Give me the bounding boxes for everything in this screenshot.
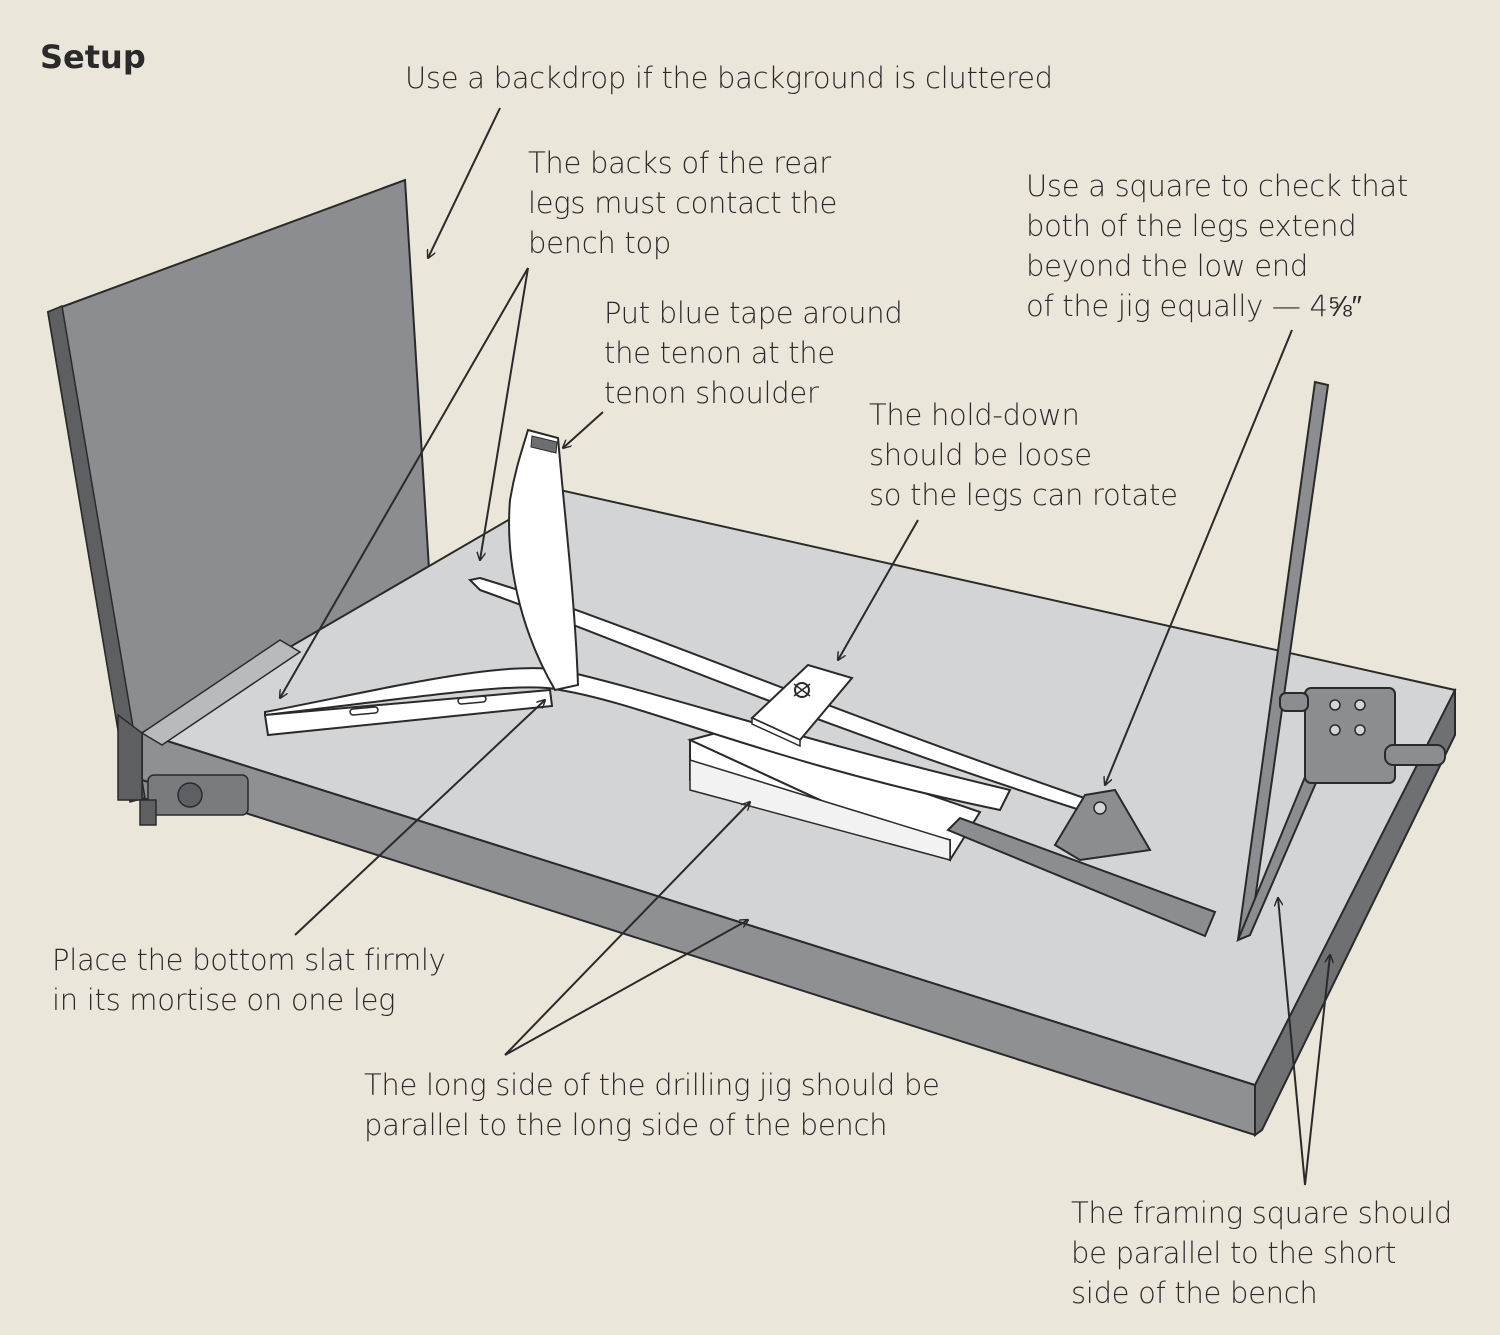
leader-rear-legs-1 (280, 267, 529, 698)
diagram-title: Setup (40, 38, 146, 76)
leader-lines (280, 107, 1330, 1186)
callout-backdrop: Use a backdrop if the background is clut… (405, 61, 1053, 95)
callout-blue-tape: Put blue tape around the tenon at the te… (604, 296, 903, 410)
leader-framing-1 (1278, 898, 1306, 1186)
leader-framing-2 (1304, 955, 1330, 1186)
leader-backdrop (428, 107, 501, 258)
combination-square (946, 788, 1217, 938)
leader-hold-down (838, 519, 919, 660)
leader-rear-legs-2 (480, 267, 529, 560)
callout-framing-square: The framing square should be parallel to… (1071, 1196, 1452, 1310)
leader-blue-tape (563, 411, 604, 448)
callout-hold-down: The hold-down should be loose so the leg… (869, 398, 1178, 512)
leader-bottom-slat (294, 700, 545, 936)
callout-bottom-slat: Place the bottom slat firmly in its mort… (52, 943, 446, 1017)
leader-long-side-2 (504, 920, 748, 1056)
leader-long-side-1 (504, 802, 750, 1056)
leader-square-check (1105, 329, 1293, 785)
framing-square (1236, 380, 1446, 942)
callout-square-check: Use a square to check that both of the l… (1026, 169, 1408, 323)
hold-down (750, 663, 854, 748)
callout-rear-legs: The backs of the rear legs must contact … (528, 146, 837, 260)
callout-long-side: The long side of the drilling jig should… (364, 1068, 940, 1142)
